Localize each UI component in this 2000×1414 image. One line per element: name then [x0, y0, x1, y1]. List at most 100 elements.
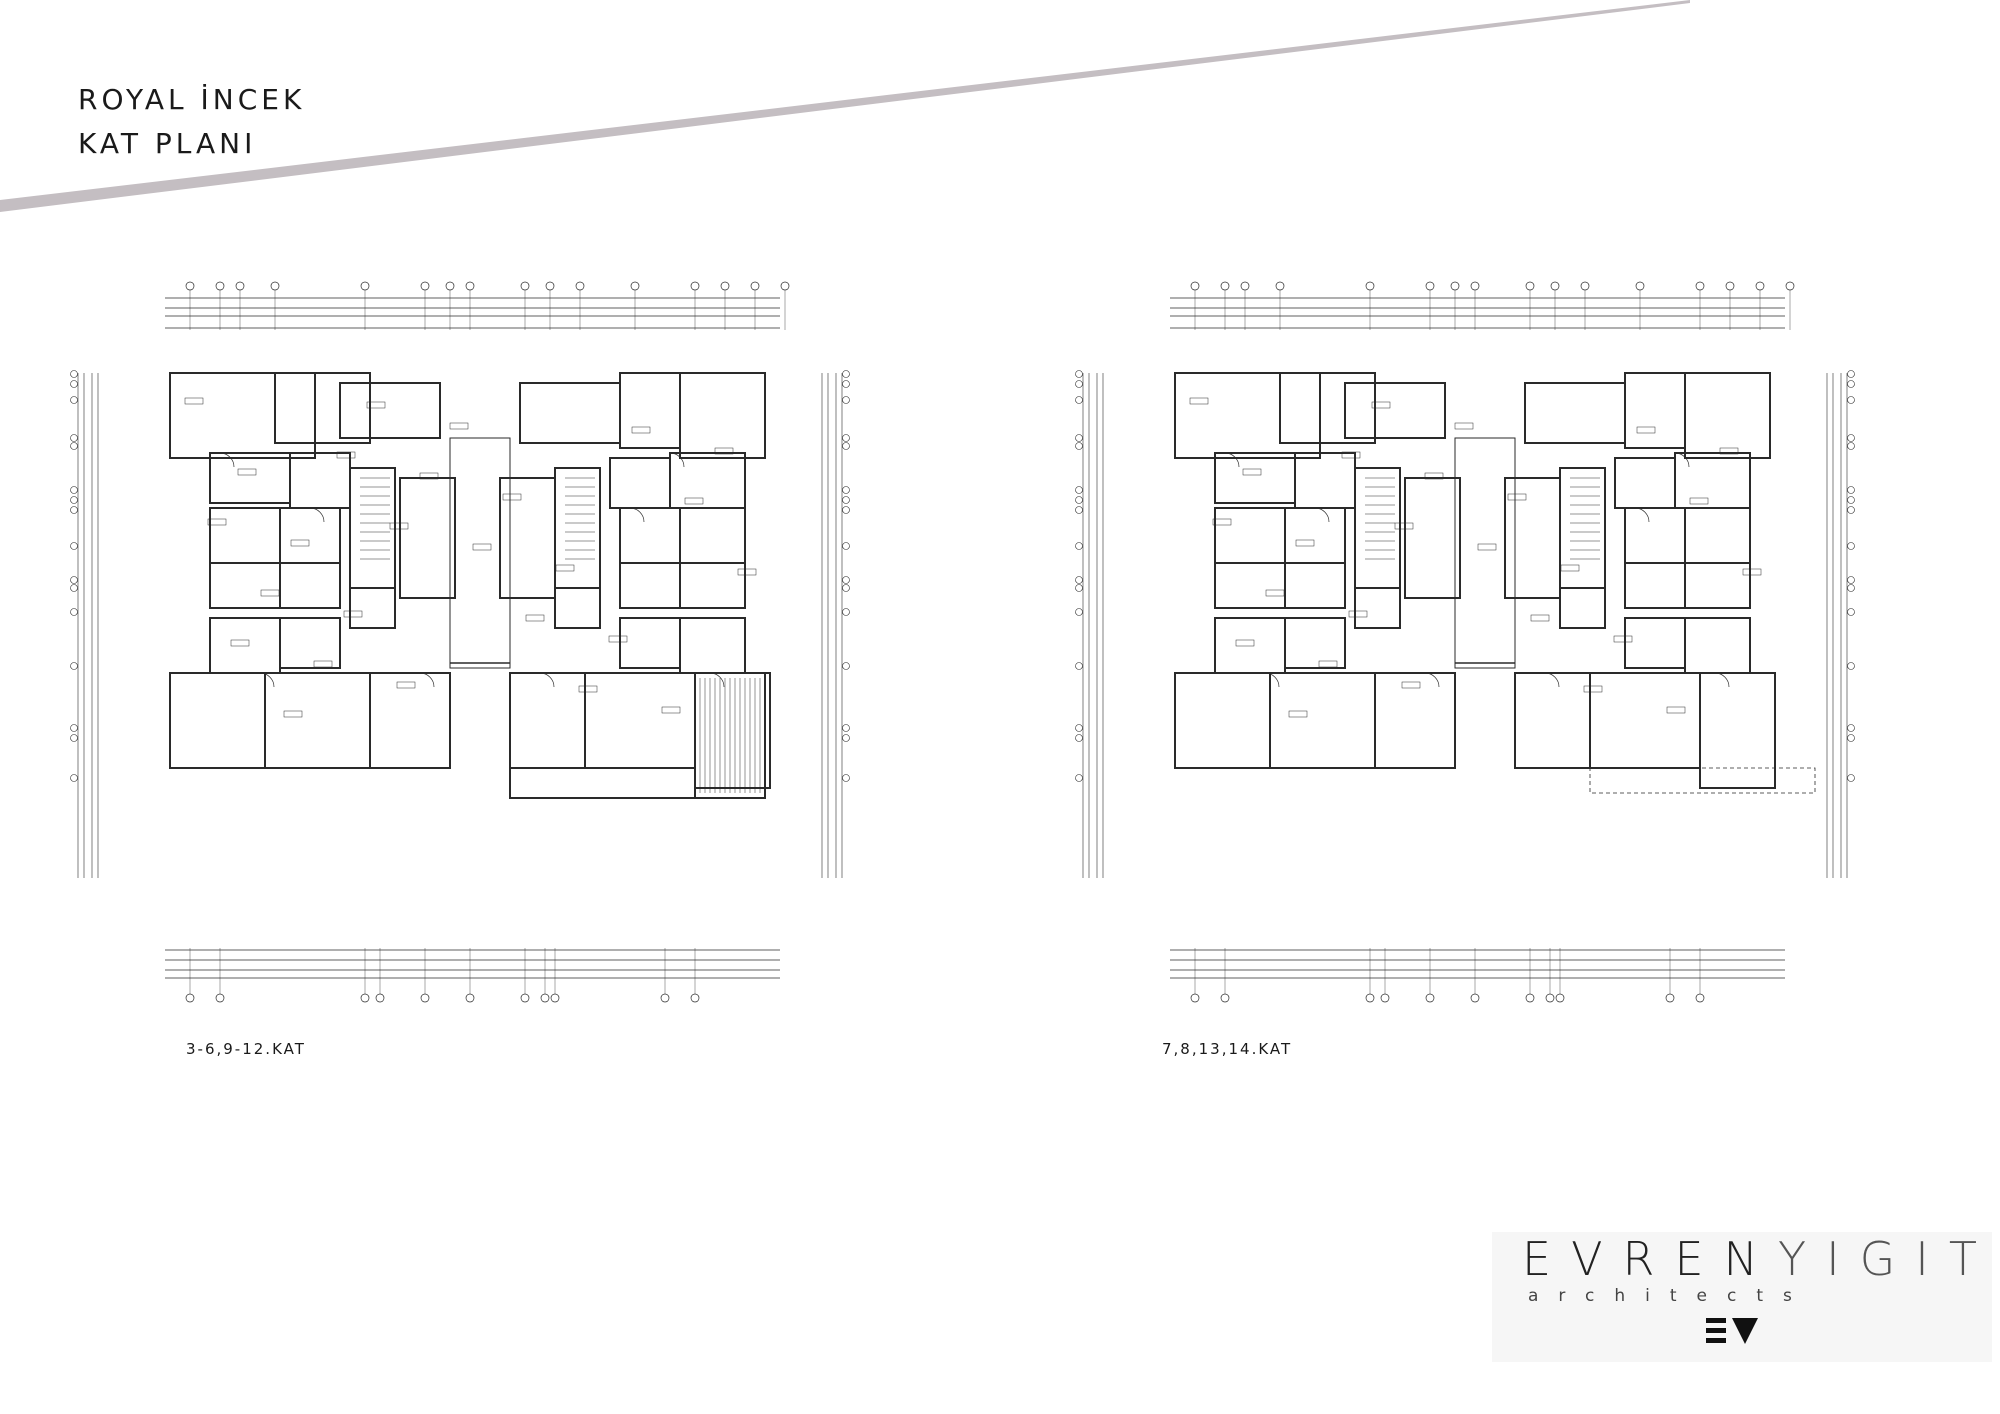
- grid-bubble: [1470, 281, 1480, 291]
- grid-bubble: [70, 724, 78, 732]
- grid-bubble: [690, 993, 700, 1003]
- wall: [679, 562, 746, 609]
- grid-bubble: [1847, 662, 1855, 670]
- wall: [1269, 672, 1376, 769]
- room-tag: [1530, 614, 1550, 622]
- wall: [619, 562, 681, 609]
- room-tag: [661, 706, 681, 714]
- grid-bubble: [1665, 993, 1675, 1003]
- wall: [1214, 617, 1286, 674]
- grid-bubble: [1075, 774, 1083, 782]
- grid-bubble: [842, 506, 850, 514]
- grid-bubble: [1075, 380, 1083, 388]
- balcony-outline: [1589, 767, 1816, 794]
- wall: [1354, 467, 1401, 589]
- door-swing: [309, 507, 325, 523]
- grid-bubble: [1075, 486, 1083, 494]
- room-tag: [1371, 401, 1391, 409]
- wall: [1284, 562, 1346, 609]
- wall: [169, 672, 266, 769]
- grid-bubble: [445, 281, 455, 291]
- room-tag: [578, 685, 598, 693]
- grid-bubble: [375, 993, 385, 1003]
- grid-bubble: [550, 993, 560, 1003]
- wall: [519, 382, 621, 444]
- grid-bubble: [842, 734, 850, 742]
- floor-plan-1-label: 3-6,9-12.KAT: [186, 1040, 306, 1058]
- room-tag: [290, 539, 310, 547]
- wall: [1214, 562, 1286, 609]
- grid-bubble: [1695, 281, 1705, 291]
- wall: [1684, 372, 1771, 459]
- room-tag: [1288, 710, 1308, 718]
- grid-bubble: [1190, 281, 1200, 291]
- grid-bubble: [1075, 370, 1083, 378]
- door-swing: [419, 672, 435, 688]
- room-tag: [313, 660, 333, 668]
- wall: [349, 587, 396, 629]
- grid-bubble: [1635, 281, 1645, 291]
- grid-bubble: [842, 724, 850, 732]
- wall: [619, 617, 681, 669]
- wall: [1559, 467, 1606, 589]
- grid-bubble: [1075, 434, 1083, 442]
- grid-bubble: [70, 734, 78, 742]
- grid-bubble: [842, 434, 850, 442]
- grid-bubble: [660, 993, 670, 1003]
- grid-bubble: [780, 281, 790, 291]
- room-tag: [1265, 589, 1285, 597]
- wall: [1684, 507, 1751, 564]
- room-tag: [1348, 610, 1368, 618]
- grid-bubble: [842, 542, 850, 550]
- room-tag: [608, 635, 628, 643]
- door-swing: [1224, 452, 1240, 468]
- wall: [1624, 507, 1686, 564]
- wall: [209, 507, 281, 564]
- room-tag: [1689, 497, 1709, 505]
- wall: [339, 382, 441, 439]
- wall: [694, 672, 771, 789]
- room-tag: [1242, 468, 1262, 476]
- room-tag: [1401, 681, 1421, 689]
- grid-bubble: [1075, 442, 1083, 450]
- grid-bubble: [70, 434, 78, 442]
- room-tag: [1189, 397, 1209, 405]
- floor-plan-1-drawing: [70, 281, 850, 1003]
- wall: [1589, 672, 1701, 769]
- wall: [369, 672, 451, 769]
- room-tag: [1318, 660, 1338, 668]
- grid-bubble: [1847, 442, 1855, 450]
- room-tag: [472, 543, 492, 551]
- grid-bubble: [720, 281, 730, 291]
- corridor: [449, 437, 511, 669]
- room-tag: [1507, 493, 1527, 501]
- drawing-name: KAT PLANI: [78, 127, 257, 160]
- wall: [1674, 452, 1751, 509]
- grid-bubble: [1847, 724, 1855, 732]
- wall: [209, 452, 291, 504]
- grid-bubble: [842, 774, 850, 782]
- wall: [279, 562, 341, 609]
- wall: [554, 587, 601, 629]
- room-tag: [230, 639, 250, 647]
- door-swing: [1314, 507, 1330, 523]
- grid-bubble: [545, 281, 555, 291]
- grid-bubble: [1075, 576, 1083, 584]
- room-tag: [631, 426, 651, 434]
- grid-bubble: [1450, 281, 1460, 291]
- grid-bubble: [1725, 281, 1735, 291]
- grid-bubble: [540, 993, 550, 1003]
- grid-bubble: [1847, 542, 1855, 550]
- grid-bubble: [70, 486, 78, 494]
- grid-bubble: [842, 486, 850, 494]
- grid-bubble: [1470, 993, 1480, 1003]
- grid-bubble: [1075, 396, 1083, 404]
- corridor: [1454, 437, 1516, 669]
- grid-bubble: [630, 281, 640, 291]
- wall: [209, 562, 281, 609]
- grid-bubble: [842, 380, 850, 388]
- door-swing: [709, 672, 725, 688]
- grid-bubble: [1365, 993, 1375, 1003]
- grid-bubble: [1847, 576, 1855, 584]
